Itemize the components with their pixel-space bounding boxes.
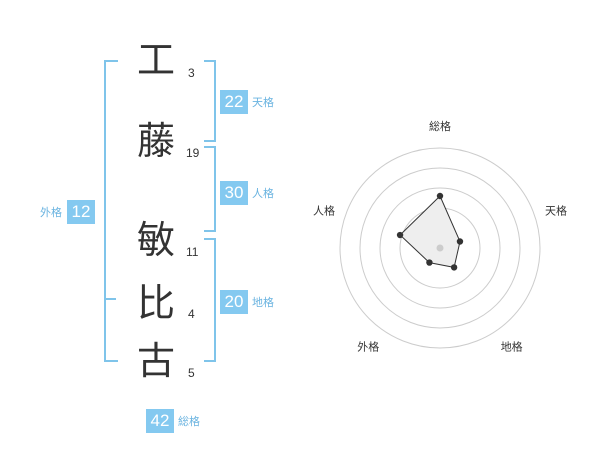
radar-point-4: [426, 259, 433, 266]
stroke-count-4: 4: [188, 307, 195, 321]
gaikaku-bracket: [104, 60, 118, 362]
name-char-4: 比: [136, 281, 175, 325]
stroke-count-5: 5: [188, 366, 195, 380]
jinkaku-label: 人格: [252, 187, 274, 200]
stroke-count-1: 3: [188, 66, 195, 80]
radar-axis-label-3: 地格: [501, 340, 523, 354]
radar-point-2: [456, 238, 464, 245]
radar-center-point: [436, 244, 444, 252]
soukaku-value: 42: [146, 409, 174, 433]
gaikaku-value: 12: [67, 200, 95, 224]
radar-axis-label-5: 人格: [313, 203, 335, 217]
radar-points: [396, 192, 464, 271]
gaikaku-bracket-divider: [106, 298, 116, 300]
radar-point-5: [396, 231, 404, 239]
name-char-5: 古: [136, 339, 175, 383]
radar-axis-label-1: 総格: [429, 119, 451, 133]
tenkaku-label: 天格: [252, 96, 274, 109]
tenkaku-bracket: [204, 60, 216, 142]
stroke-count-2: 19: [186, 146, 200, 160]
radar-ring-3: [379, 187, 501, 309]
radar-shape: [399, 195, 461, 268]
gaikaku-score: 外格 12: [40, 200, 95, 224]
chikaku-label: 地格: [252, 296, 274, 309]
name-char-3: 敏: [136, 218, 175, 262]
radar-polygon: [399, 195, 461, 268]
radar-axis-label-4: 外格: [357, 340, 379, 354]
jinkaku-bracket: [204, 146, 216, 232]
chikaku-score: 20 地格: [220, 290, 274, 314]
tenkaku-value: 22: [220, 90, 248, 114]
radar-axis-label-2: 天格: [545, 203, 567, 217]
radar-point-1: [436, 192, 444, 200]
stroke-count-3: 11: [186, 245, 199, 259]
chikaku-bracket: [204, 238, 216, 362]
jinkaku-score: 30 人格: [220, 181, 274, 205]
name-char-2: 藤: [136, 119, 175, 163]
gaikaku-label: 外格: [40, 206, 62, 219]
soukaku-label: 総格: [178, 415, 200, 428]
radar-ring-1: [339, 147, 541, 349]
jinkaku-value: 30: [220, 181, 248, 205]
name-char-1: 工: [136, 38, 175, 82]
soukaku-score: 42 総格: [146, 409, 200, 433]
radar-ring-2: [359, 167, 521, 329]
radar-point-3: [450, 264, 458, 271]
tenkaku-score: 22 天格: [220, 90, 274, 114]
chikaku-value: 20: [220, 290, 248, 314]
